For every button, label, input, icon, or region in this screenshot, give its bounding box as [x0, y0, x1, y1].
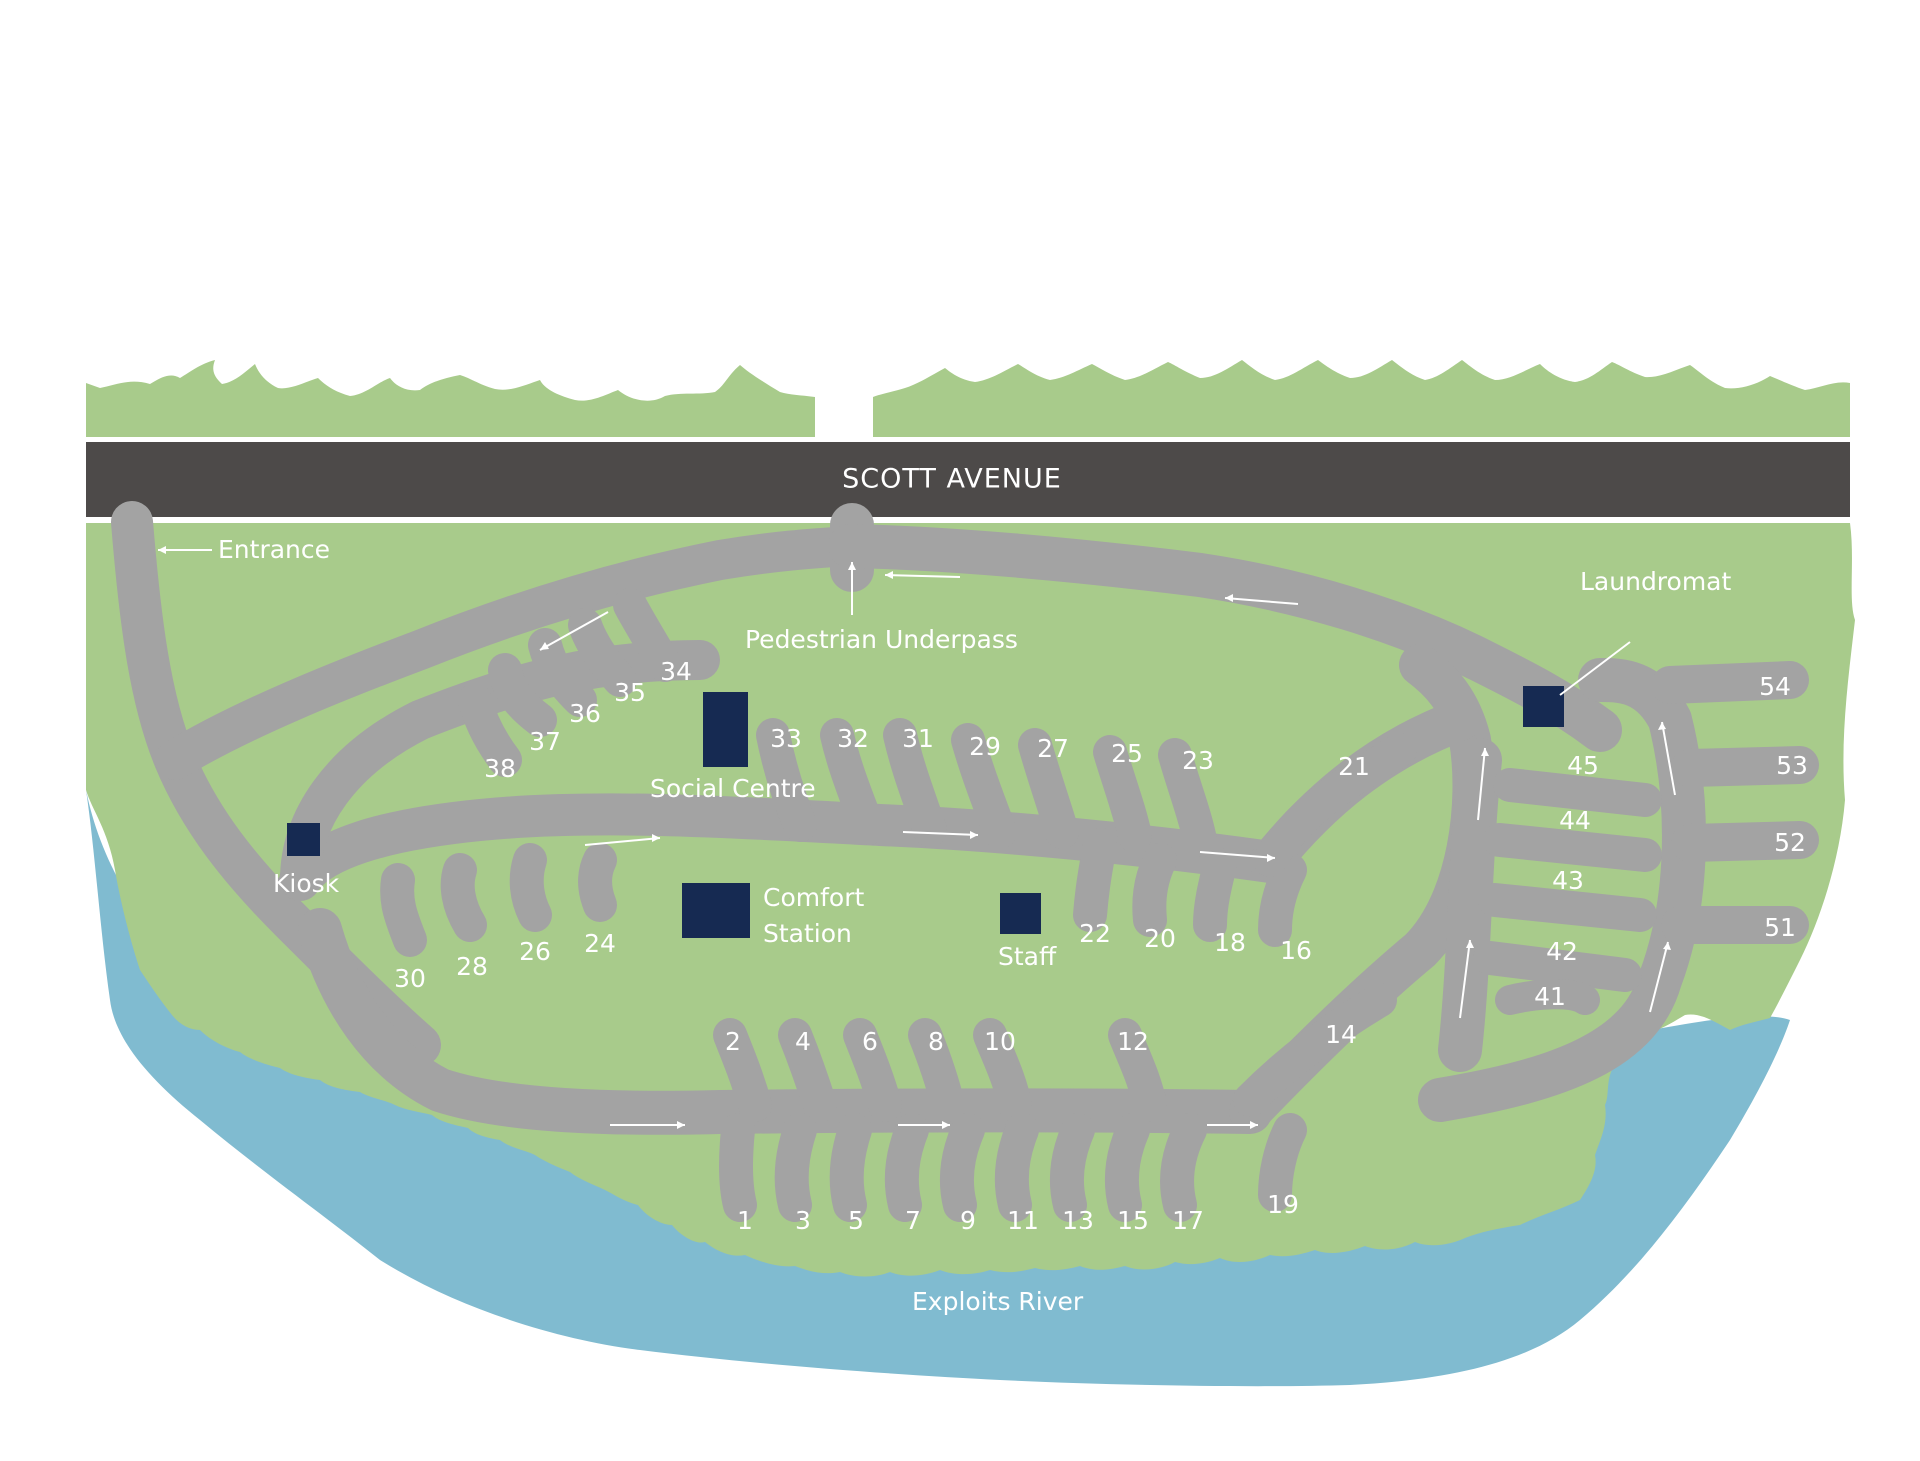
staff-label: Staff: [998, 942, 1057, 971]
site-label: 44: [1559, 806, 1591, 835]
site-label: 6: [862, 1027, 878, 1056]
site-label: 29: [969, 732, 1001, 761]
site-label: 1: [737, 1206, 753, 1235]
site-label: 24: [584, 929, 616, 958]
laundromat-building: [1523, 686, 1564, 727]
site-label: 3: [795, 1206, 811, 1235]
site-label: 22: [1079, 919, 1111, 948]
comfort-station-building: [682, 883, 750, 938]
site-label: 51: [1764, 913, 1796, 942]
site-label: 28: [456, 952, 488, 981]
scott-avenue-label: SCOTT AVENUE: [842, 464, 1062, 495]
buildings: [287, 686, 1564, 938]
site-label: 16: [1280, 936, 1312, 965]
river-label: Exploits River: [912, 1287, 1084, 1316]
site-label: 8: [928, 1027, 944, 1056]
site-label: 35: [614, 678, 646, 707]
site-label: 25: [1111, 739, 1143, 768]
comfort-station-label-1: Comfort: [763, 883, 864, 912]
site-label: 36: [569, 699, 601, 728]
site-label: 53: [1776, 751, 1808, 780]
site-label: 38: [484, 754, 516, 783]
site-label: 23: [1182, 746, 1214, 775]
site-label: 15: [1117, 1206, 1149, 1235]
site-label: 17: [1172, 1206, 1204, 1235]
site-label: 27: [1037, 734, 1069, 763]
site-label: 2: [725, 1027, 741, 1056]
site-label: 45: [1567, 751, 1599, 780]
social-centre-label: Social Centre: [650, 774, 816, 803]
site-label: 54: [1759, 672, 1791, 701]
scott-avenue-road: [86, 442, 1850, 517]
site-label: 18: [1214, 928, 1246, 957]
comfort-station-label-2: Station: [763, 919, 852, 948]
site-label: 26: [519, 937, 551, 966]
site-label: 4: [795, 1027, 811, 1056]
site-label: 9: [960, 1206, 976, 1235]
place-labels: Entrance Pedestrian Underpass Laundromat…: [218, 535, 1732, 1316]
site-label: 52: [1774, 828, 1806, 857]
site-label: 11: [1007, 1206, 1039, 1235]
site-label: 41: [1534, 982, 1566, 1011]
site-label: 43: [1552, 866, 1584, 895]
staff-building: [1000, 893, 1041, 934]
laundromat-label: Laundromat: [1580, 567, 1732, 596]
site-label: 30: [394, 964, 426, 993]
site-label: 14: [1325, 1020, 1357, 1049]
site-label: 13: [1062, 1206, 1094, 1235]
site-labels: 1 2 3 4 5 6 7 8 9 10 11 12 13 14 15 16 1…: [394, 657, 1808, 1235]
site-label: 12: [1117, 1027, 1149, 1056]
site-label: 5: [848, 1206, 864, 1235]
kiosk-building: [287, 823, 320, 856]
site-label: 33: [770, 724, 802, 753]
site-label: 10: [984, 1027, 1016, 1056]
site-label: 31: [902, 724, 934, 753]
site-label: 20: [1144, 924, 1176, 953]
entrance-label: Entrance: [218, 535, 330, 564]
site-label: 37: [529, 727, 561, 756]
site-label: 34: [660, 657, 692, 686]
site-label: 42: [1546, 937, 1578, 966]
site-label: 32: [837, 724, 869, 753]
site-label: 19: [1267, 1190, 1299, 1219]
kiosk-label: Kiosk: [273, 869, 340, 898]
social-centre-building: [703, 692, 748, 767]
site-spurs: [380, 588, 1417, 1222]
pedestrian-underpass-label: Pedestrian Underpass: [745, 625, 1018, 654]
site-label: 21: [1338, 752, 1370, 781]
site-label: 7: [905, 1206, 921, 1235]
direction-arrows: [158, 546, 1676, 1129]
tree-line: [86, 360, 1850, 437]
